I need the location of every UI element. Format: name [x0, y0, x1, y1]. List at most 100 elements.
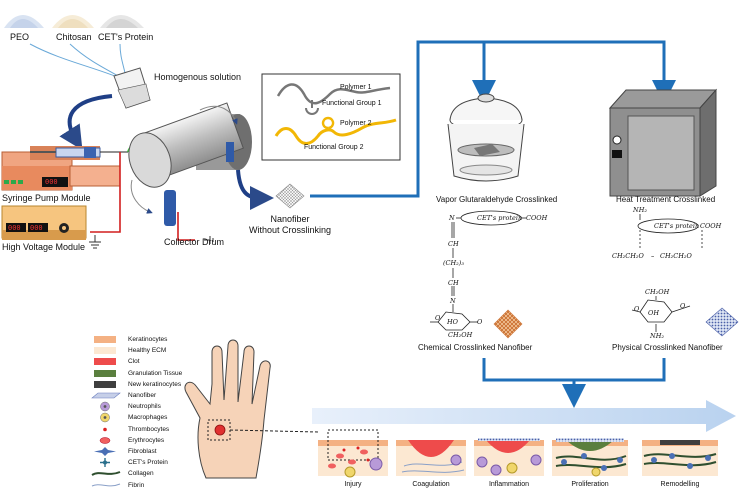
stage-panel-inflammation — [474, 438, 544, 476]
pump-display: 000 — [45, 178, 58, 186]
chemical-structure-lines — [430, 210, 526, 331]
legend-label: Healthy ECM — [128, 347, 167, 355]
legend-item: Neutrophils — [88, 401, 328, 413]
legend-item: Thrombocytes — [88, 424, 328, 436]
chemical-nanofiber-icon — [493, 309, 523, 339]
phys-o-ring: O — [634, 305, 640, 313]
chem-ch2oh: CH₂OH — [448, 331, 473, 339]
phys-nh2-top: NH₂ — [633, 206, 647, 214]
legend-item: Fibrin — [88, 480, 328, 492]
legend-label: Nanofiber — [128, 392, 157, 399]
nanofiber-plain-icon — [275, 183, 305, 209]
legend-label: Thrombocytes — [128, 425, 170, 433]
legend-item: CET's Protein — [88, 457, 328, 469]
legend-label: Clot — [128, 358, 140, 366]
heat-title: Heat Treatment Crosslinked — [616, 195, 716, 204]
legend-label: Neutrophils — [128, 403, 161, 411]
homogenous-solution-label: Homogenous solution — [154, 72, 242, 82]
phys-o-right: O — [680, 302, 686, 310]
legend-label: Granulation Tissue — [128, 369, 183, 377]
fibroblast-legend-icon — [94, 447, 116, 456]
merge-arrows — [482, 358, 666, 408]
wound-spot — [214, 424, 226, 436]
dot-legend-icon — [103, 427, 107, 431]
syringe-pump-label: Syringe Pump Module — [2, 193, 91, 203]
physical-result-label: Physical Crosslinked Nanofiber — [612, 343, 723, 352]
legend-item: New keratinocytes — [88, 379, 328, 391]
functional-group2-label: Functional Group 2 — [304, 144, 364, 151]
protein-label: CET's Protein — [98, 32, 154, 42]
legend-item: Clot — [88, 356, 328, 368]
legend-item: Granulation Tissue — [88, 368, 328, 380]
high-voltage-device — [1, 205, 87, 240]
stage-label-proliferation: Proliferation — [571, 481, 609, 488]
phys-protein-label: CET's protein — [654, 222, 700, 230]
high-voltage-label: High Voltage Module — [2, 242, 86, 252]
collector-drum-device — [128, 102, 252, 226]
polymer2-label: Polymer 2 — [340, 120, 372, 127]
functional-group1-label: Functional Group 1 — [322, 100, 382, 107]
route-arrows — [310, 40, 666, 198]
legend-item: Fibroblast — [88, 446, 328, 458]
phys-mid-right: CH₂CH₂O — [660, 252, 692, 260]
drum-to-nanofiber-arrow — [236, 169, 274, 210]
phys-mid-left: CH₂CH₂O — [612, 252, 644, 260]
stage-panel-coagulation — [396, 440, 466, 476]
fibrin-legend-icon — [91, 483, 121, 487]
peo-powder-icon — [4, 15, 44, 28]
rect-legend-icon — [94, 336, 116, 343]
chem-cooh: COOH — [526, 214, 548, 222]
collector-drum-label: Collector Drum — [164, 237, 225, 247]
stage-panel-proliferation — [552, 438, 628, 477]
hand-illustration — [184, 339, 271, 479]
phys-mid-dash: – — [651, 252, 655, 260]
legend-label: Erythrocytes — [128, 436, 165, 444]
hv-display-2: 000 — [30, 224, 43, 232]
physical-structure-lines — [631, 214, 703, 332]
healing-progress-arrow — [312, 400, 736, 432]
legend-label: Fibroblast — [128, 448, 157, 455]
syringe-pump-device — [1, 146, 121, 191]
rect-legend-icon — [94, 380, 116, 388]
legend-label: New keratinocytes — [128, 380, 182, 388]
chem-ch2n: (CH₂)₃ — [443, 259, 464, 267]
legend-item: Nanofiber — [88, 390, 328, 402]
chitosan-label: Chitosan — [56, 32, 92, 42]
phys-oh: OH — [648, 309, 659, 317]
beaker-to-syringe-arrow — [59, 94, 113, 151]
stage-label-inflammation: Inflammation — [488, 481, 530, 488]
chem-ho: HO — [447, 318, 458, 326]
legend-item: Healthy ECM — [88, 345, 328, 357]
mixing-lines — [29, 43, 127, 79]
legend-item: Macrophages — [88, 412, 328, 424]
legend-label: CET's Protein — [128, 459, 168, 467]
chem-o-ring: O — [435, 314, 441, 322]
ground-symbols — [89, 235, 214, 249]
rect-legend-icon — [94, 369, 116, 377]
fiber-legend-icon — [91, 392, 121, 399]
without-crosslinking-label: Without Crosslinking — [248, 225, 332, 235]
phys-cooh: COOH — [700, 222, 722, 230]
nanofiber-label: Nanofiber — [270, 214, 310, 224]
chem-n-top: N — [449, 214, 455, 222]
high-voltage-wires — [90, 152, 195, 241]
ellipse-legend-icon — [99, 437, 111, 444]
chemical-result-label: Chemical Crosslinked Nanofiber — [418, 343, 533, 352]
phys-ch2oh: CH₂OH — [645, 288, 670, 296]
collagen-legend-icon — [91, 471, 121, 477]
chem-o-left: O — [477, 318, 483, 326]
stage-panel-remodelling — [642, 440, 718, 476]
beaker-icon — [113, 67, 151, 109]
stage-label-remodelling: Remodelling — [660, 481, 700, 488]
cell-legend-icon — [100, 413, 110, 423]
chem-n-bottom: N — [450, 297, 456, 305]
protein-legend-icon — [100, 458, 110, 468]
stage-panel-injury — [318, 429, 388, 478]
rect-legend-icon — [94, 347, 116, 355]
stage-label-coagulation: Coagulation — [412, 481, 450, 488]
rect-legend-icon — [94, 358, 116, 366]
legend-label: Macrophages — [128, 414, 168, 422]
phys-nh2-bottom: NH₂ — [650, 332, 664, 340]
chitosan-powder-icon — [52, 15, 94, 28]
